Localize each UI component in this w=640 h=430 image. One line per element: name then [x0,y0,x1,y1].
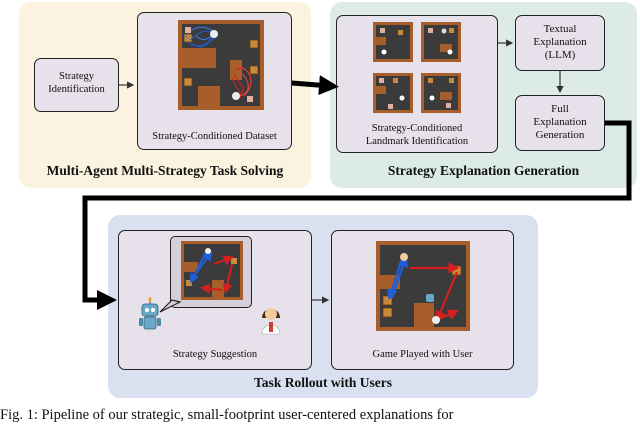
textual-explanation-box [515,15,605,71]
landmark-board-1 [373,22,413,62]
full-explanation-box [515,95,605,151]
figure-caption: Fig. 1: Pipeline of our strategic, small… [0,407,454,423]
landmark-identification-label: Strategy-Conditioned Landmark Identifica… [365,123,469,147]
dataset-game-board [178,20,264,110]
arrow-dataset-to-explanation [291,75,339,96]
task-solving-title: Multi-Agent Multi-Strategy Task Solving [46,163,284,178]
textual-explanation-label: Textual Explanation (LLM) [533,23,587,61]
human-icon [261,308,281,335]
suggestion-game-board [159,241,243,313]
game-played-board [376,241,470,331]
landmark-board-4 [421,73,461,113]
explanation-generation-title: Strategy Explanation Generation [387,163,580,178]
strategy-identification-box [34,58,119,112]
full-explanation-label: Full Explanation Generation [533,103,587,141]
strategy-conditioned-dataset-label: Strategy-Conditioned Dataset [152,131,277,142]
arrow-explanation-to-rollout [82,120,632,310]
strategy-suggestion-label: Strategy Suggestion [172,349,258,360]
landmark-board-2 [421,22,461,62]
strategy-identification-label: Strategy Identification [48,71,105,95]
robot-icon [139,297,161,330]
landmark-board-3 [373,73,413,113]
game-played-with-user-label: Game Played with User [372,349,473,360]
task-rollout-title: Task Rollout with Users [254,375,392,390]
